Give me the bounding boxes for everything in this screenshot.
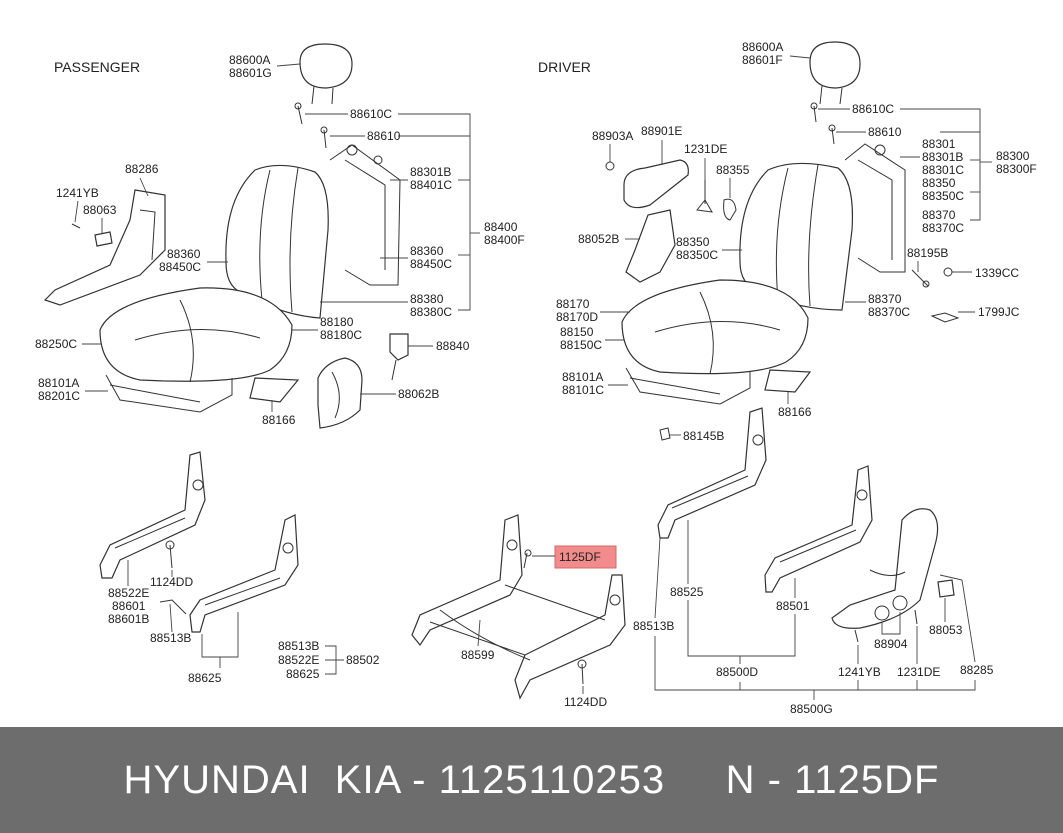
label-88053: 88053 <box>929 623 963 637</box>
parts-diagram: PASSENGER DRIVER <box>35 40 1037 716</box>
label-1339cc: 1339CC <box>975 266 1019 280</box>
label-88380: 88380 <box>410 292 444 306</box>
label-1125df: 1125DF <box>559 550 601 564</box>
label-88840: 88840 <box>436 339 470 353</box>
label-88601f: 88601F <box>742 53 783 67</box>
label-88166-d: 88166 <box>778 405 812 419</box>
section-passenger: PASSENGER <box>54 59 140 75</box>
label-88625-g: 88625 <box>286 667 320 681</box>
label-88300: 88300 <box>996 149 1030 163</box>
label-88450c-b: 88450C <box>410 257 452 271</box>
label-88380c: 88380C <box>410 305 452 319</box>
label-88400f: 88400F <box>484 233 525 247</box>
label-88301b: 88301B <box>410 165 451 179</box>
passenger-rails <box>99 451 299 633</box>
label-88355: 88355 <box>716 163 750 177</box>
label-88195b: 88195B <box>907 246 948 260</box>
label-88904: 88904 <box>874 637 908 651</box>
label-1124dd-c: 1124DD <box>564 695 607 709</box>
label-88301c: 88301C <box>922 163 964 177</box>
label-1799jc: 1799JC <box>978 305 1020 319</box>
label-88600a: 88600A <box>229 53 270 67</box>
label-88522e: 88522E <box>108 586 149 600</box>
label-88150c: 88150C <box>560 338 602 352</box>
label-88450c-a: 88450C <box>159 260 201 274</box>
section-driver: DRIVER <box>538 59 591 75</box>
label-88525: 88525 <box>670 585 704 599</box>
label-88062b: 88062B <box>398 387 439 401</box>
label-88901e: 88901E <box>641 124 682 138</box>
part-number-text: HYUNDAI KIA - 1125110253 N - 1125DF <box>123 757 940 802</box>
label-88285: 88285 <box>960 663 994 677</box>
label-88360-a: 88360 <box>167 247 201 261</box>
label-88513b-g: 88513B <box>278 639 319 653</box>
center-frame <box>411 514 626 700</box>
label-88600a-d: 88600A <box>742 40 783 54</box>
label-88501: 88501 <box>776 599 810 613</box>
label-88170d: 88170D <box>556 310 598 324</box>
label-1124dd-p: 1124DD <box>150 575 193 589</box>
label-88522e-g: 88522E <box>278 653 319 667</box>
label-88286: 88286 <box>125 162 159 176</box>
label-88513b-p: 88513B <box>150 631 191 645</box>
label-88370c-a: 88370C <box>922 221 964 235</box>
label-88201c: 88201C <box>38 389 80 403</box>
highlight-1125df <box>554 545 617 569</box>
label-88610: 88610 <box>367 129 401 143</box>
label-88502: 88502 <box>346 653 380 667</box>
label-88370c-b: 88370C <box>868 305 910 319</box>
label-88903a: 88903A <box>592 129 633 143</box>
label-88370-b: 88370 <box>868 292 902 306</box>
label-88350c-b: 88350C <box>676 248 718 262</box>
label-88601b: 88601B <box>108 612 149 626</box>
label-88300f: 88300F <box>996 162 1037 176</box>
label-88350c-a: 88350C <box>922 189 964 203</box>
label-88052b: 88052B <box>578 232 619 246</box>
label-88601: 88601 <box>112 599 146 613</box>
driver-callouts: 88600A 88601F 88610C 88610 88903A 88901E… <box>556 40 1037 443</box>
label-88150: 88150 <box>560 325 594 339</box>
label-88610c-d: 88610C <box>852 102 894 116</box>
label-1231de-d2: 1231DE <box>897 665 940 679</box>
label-88063: 88063 <box>83 203 117 217</box>
label-1231de-d: 1231DE <box>684 142 727 156</box>
label-88360-b: 88360 <box>410 244 444 258</box>
label-88170: 88170 <box>556 297 590 311</box>
driver-seat <box>605 41 960 441</box>
label-88250c: 88250C <box>35 337 77 351</box>
passenger-callouts: 88600A 88601G 88610C 88610 88301B 88401C… <box>35 53 525 427</box>
label-88301: 88301 <box>922 137 956 151</box>
label-88370-a: 88370 <box>922 208 956 222</box>
driver-rails <box>657 407 955 643</box>
label-1241yb-d: 1241YB <box>838 665 881 679</box>
label-88500d: 88500D <box>716 665 758 679</box>
passenger-rail-callouts: 1124DD 88522E 88601 88601B 88513B 88625 … <box>108 560 380 685</box>
label-88350-b: 88350 <box>676 235 710 249</box>
label-88610c: 88610C <box>350 107 392 121</box>
label-88599: 88599 <box>461 648 495 662</box>
part-number-footer: HYUNDAI KIA - 1125110253 N - 1125DF <box>0 727 1063 833</box>
label-88610-d: 88610 <box>868 125 902 139</box>
label-88180c: 88180C <box>320 328 362 342</box>
label-88513b-d: 88513B <box>633 619 674 633</box>
label-88601g: 88601G <box>229 66 272 80</box>
label-88180: 88180 <box>320 315 354 329</box>
label-88625-p: 88625 <box>188 671 222 685</box>
label-88500g: 88500G <box>790 702 833 716</box>
center-callouts: 1125DF 88599 1124DD <box>461 545 617 709</box>
driver-rail-callouts: 88525 88501 88513B 88904 88053 88285 124… <box>633 520 994 716</box>
label-88101a-p: 88101A <box>38 376 79 390</box>
label-88400: 88400 <box>484 220 518 234</box>
label-1241yb-p: 1241YB <box>56 186 99 200</box>
label-88350-a: 88350 <box>922 176 956 190</box>
label-88401c: 88401C <box>410 178 452 192</box>
label-88301b-d: 88301B <box>922 150 963 164</box>
label-88101a-d: 88101A <box>562 370 603 384</box>
label-88166-p: 88166 <box>262 413 296 427</box>
passenger-seat <box>43 43 409 429</box>
label-88145b: 88145B <box>683 429 724 443</box>
label-88101c: 88101C <box>562 383 604 397</box>
